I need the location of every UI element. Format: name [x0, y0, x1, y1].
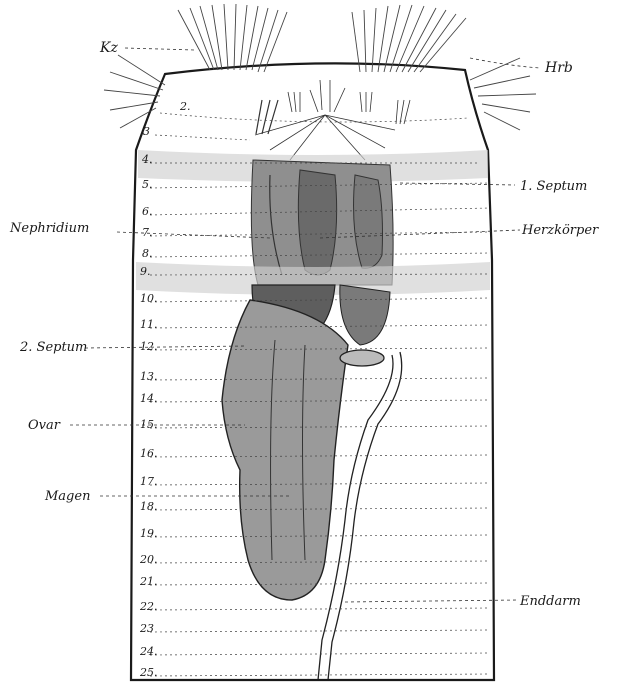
segment-number: 18.: [140, 500, 158, 513]
segment-number: 11.: [140, 318, 158, 331]
segment-number: 21.: [139, 575, 158, 588]
segment-number: 20.: [139, 553, 158, 566]
label-enddarm: Enddarm: [519, 594, 581, 609]
segment-number: 17.: [140, 475, 158, 488]
segment-number: 2.: [179, 100, 191, 113]
segment-number: 25.: [139, 666, 158, 679]
segment-number: 8.: [142, 247, 153, 260]
segment-number: 10.: [140, 292, 158, 305]
nephridium-region: [251, 160, 393, 285]
segment-number: 16.: [140, 447, 158, 460]
segment-number: 23: [139, 622, 154, 635]
segment-number: 22.: [139, 600, 158, 613]
label-herzkoerper: Herzkörper: [521, 223, 599, 238]
segment-number: 5.: [142, 178, 153, 191]
segment-number: 15.: [140, 418, 158, 431]
segment-number: 19.: [140, 527, 158, 540]
segment-number: 13.: [140, 370, 158, 383]
segment-number: 24.: [139, 645, 158, 658]
label-nephridium: Nephridium: [9, 221, 89, 236]
segment-number: 9.: [140, 265, 151, 278]
label-magen: Magen: [44, 489, 90, 504]
segment-number: 4.: [141, 153, 153, 166]
label-septum-2: 2. Septum: [19, 340, 87, 355]
label-hrb: Hrb: [544, 60, 573, 76]
label-ovar: Ovar: [28, 418, 61, 433]
label-kz: Kz: [99, 40, 118, 56]
segment-number: 6.: [142, 205, 153, 218]
segment-number: 12.: [140, 340, 158, 353]
segment-number: 3: [143, 125, 150, 138]
label-septum-1: 1. Septum: [520, 179, 587, 194]
segment-number: 14.: [140, 392, 158, 405]
segment-number: 7.: [142, 226, 153, 239]
